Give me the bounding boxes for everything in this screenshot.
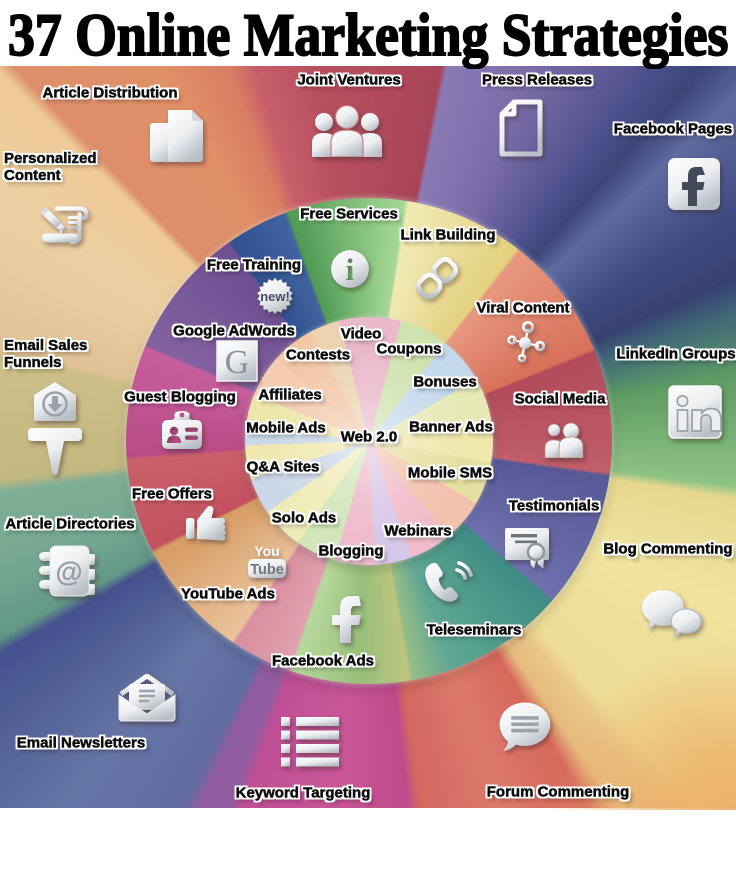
svg-text:G: G <box>225 344 250 381</box>
svg-text:new!: new! <box>260 289 290 304</box>
svg-text:You: You <box>254 543 279 559</box>
svg-text:Tube: Tube <box>250 562 284 578</box>
svg-text:@: @ <box>55 556 82 587</box>
